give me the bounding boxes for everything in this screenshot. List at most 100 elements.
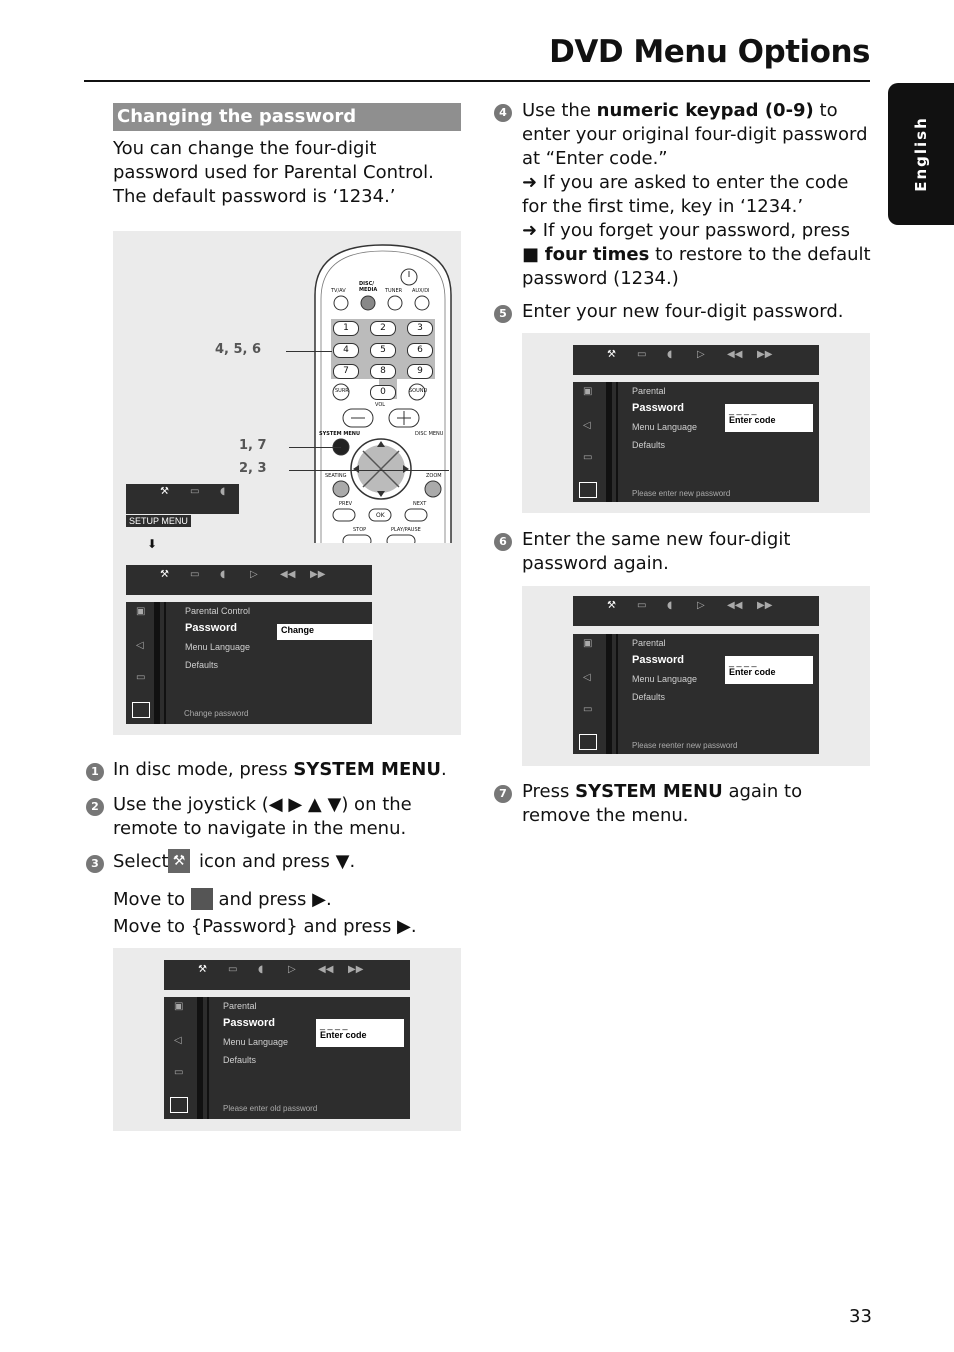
audio-icon: ◁ <box>174 1035 182 1046</box>
osd-top-bar: ⚒ ▭ ◖ ▷ ◀◀ ▶▶ <box>126 565 372 595</box>
screen-icon: ▭ <box>637 349 647 360</box>
screen-icon: ▭ <box>637 600 647 611</box>
setup-mini-bar: ⚒ ▭ ◖ <box>126 484 239 514</box>
key-9: 9 <box>407 364 433 379</box>
subtitle-icon: ▭ <box>583 704 593 715</box>
lock-icon <box>190 888 213 910</box>
callout-line-joystick <box>289 470 449 471</box>
forward-icon: ▶▶ <box>757 600 773 611</box>
forward-icon: ▶▶ <box>348 964 364 975</box>
menu-item-parental: Parental <box>632 638 666 648</box>
tools-icon: ⚒ <box>168 849 190 873</box>
enter-code-label: Enter code <box>729 415 776 425</box>
code-dashes: _ _ _ _ <box>729 657 757 667</box>
callout-joystick: 2, 3 <box>239 461 267 476</box>
enter-code-box: _ _ _ _ Enter code <box>725 404 813 432</box>
step-number: 4 <box>494 104 512 122</box>
remote-stop-label: STOP <box>353 527 367 533</box>
step-number: 7 <box>494 785 512 803</box>
remote-play-pause-label: PLAY/PAUSE <box>391 527 421 533</box>
remote-disc-menu-label: DISC MENU <box>415 431 444 437</box>
subtitle-icon: ▭ <box>583 452 593 463</box>
step-6: 6 Enter the same new four-digit password… <box>494 528 874 574</box>
menu-item-parental: Parental <box>223 1001 257 1011</box>
key-0: 0 <box>370 385 396 400</box>
menu-item-language: Menu Language <box>632 674 698 684</box>
audio-icon: ◁ <box>583 420 591 431</box>
key-5: 5 <box>370 343 396 358</box>
speaker-icon: ◖ <box>220 486 226 497</box>
lock-icon <box>579 734 597 750</box>
osd-top-bar: ⚒ ▭ ◖ ▷ ◀◀ ▶▶ <box>573 345 819 375</box>
intro-text: You can change the four-digit password u… <box>113 138 434 207</box>
subtitle-icon: ▭ <box>174 1067 184 1078</box>
osd-top-bar: ⚒ ▭ ◖ ▷ ◀◀ ▶▶ <box>573 596 819 626</box>
step-number: 2 <box>86 798 104 816</box>
menu-item-defaults: Defaults <box>632 692 666 702</box>
osd-panel-new: ⚒ ▭ ◖ ▷ ◀◀ ▶▶ ▣ ◁ ▭ Parental Password Me… <box>522 333 870 513</box>
setup-menu-label: SETUP MENU <box>126 515 191 527</box>
setup-tools-icon: ⚒ <box>160 569 169 580</box>
rewind-icon: ◀◀ <box>727 349 743 360</box>
audio-icon: ◁ <box>583 672 591 683</box>
menu-item-password: Password <box>223 1017 275 1029</box>
lock-icon <box>170 1097 188 1113</box>
menu-item-password: Password <box>632 402 684 414</box>
key-7: 7 <box>333 364 359 379</box>
language-tab: English <box>888 83 954 225</box>
play-icon: ▷ <box>250 569 258 580</box>
speaker-icon: ◖ <box>220 569 226 580</box>
subtitle-icon: ▭ <box>136 672 146 683</box>
remote-surr-label: SURR <box>335 388 349 394</box>
remote-seating-label: SEATING <box>325 473 347 479</box>
key-8: 8 <box>370 364 396 379</box>
osd-top-bar: ⚒ ▭ ◖ ▷ ◀◀ ▶▶ <box>164 960 410 990</box>
page-title: DVD Menu Options <box>549 34 870 70</box>
osd-menu-body: ▣ ◁ ▭ Parental Password Menu Language De… <box>164 997 410 1119</box>
remote-label-tuner: TUNER <box>385 288 403 294</box>
menu-item-language: Menu Language <box>632 422 698 432</box>
lock-icon <box>579 482 597 498</box>
callout-line-system-menu <box>289 447 341 448</box>
title-rule <box>84 80 870 82</box>
menu-item-language: Menu Language <box>185 642 251 652</box>
lock-icon <box>132 702 150 718</box>
menu-item-language: Menu Language <box>223 1037 289 1047</box>
setup-tools-icon: ⚒ <box>607 600 616 611</box>
person-icon: ▣ <box>583 386 593 397</box>
enter-code-box: _ _ _ _ Enter code <box>725 656 813 684</box>
callout-line-keypad <box>286 351 332 352</box>
step-4: 4 Use the numeric keypad (0-9) to enter … <box>494 99 874 289</box>
osd-hint: Please enter old password <box>223 1104 318 1113</box>
person-icon: ▣ <box>174 1001 184 1012</box>
osd-panel-reenter: ⚒ ▭ ◖ ▷ ◀◀ ▶▶ ▣ ◁ ▭ Parental Password Me… <box>522 586 870 766</box>
remote-label-aux: AUX/DI <box>412 288 430 294</box>
move-to-lock: Move to and press ▶. <box>113 888 332 910</box>
language-tab-label: English <box>912 116 930 192</box>
note-forgot-password: ➜ If you forget your password, press ■ f… <box>522 220 871 289</box>
move-to-password: Move to {Password} and press ▶. <box>113 916 417 937</box>
step-number: 3 <box>86 855 104 873</box>
play-icon: ▷ <box>697 349 705 360</box>
osd-menu-body: ▣ ◁ ▭ Parental Password Menu Language De… <box>573 634 819 754</box>
audio-icon: ◁ <box>136 640 144 651</box>
remote-system-menu-label: SYSTEM MENU <box>319 431 361 437</box>
key-3: 3 <box>407 321 433 336</box>
key-4: 4 <box>333 343 359 358</box>
callout-keypad: 4, 5, 6 <box>215 342 262 357</box>
setup-tools-icon: ⚒ <box>607 349 616 360</box>
forward-icon: ▶▶ <box>757 349 773 360</box>
rewind-icon: ◀◀ <box>727 600 743 611</box>
remote-ok-label: OK <box>376 512 385 519</box>
screen-icon: ▭ <box>190 569 200 580</box>
setup-tools-icon: ⚒ <box>160 486 169 497</box>
speaker-icon: ◖ <box>667 600 673 611</box>
remote-label-disc-media: DISC/ MEDIA <box>359 281 378 293</box>
person-icon: ▣ <box>583 638 593 649</box>
page-number: 33 <box>849 1306 872 1327</box>
speaker-icon: ◖ <box>258 964 264 975</box>
step-number: 5 <box>494 305 512 323</box>
step-2: 2 Use the joystick (◀ ▶ ▲ ▼) on the remo… <box>86 793 456 839</box>
section-heading: Changing the password <box>113 103 461 131</box>
